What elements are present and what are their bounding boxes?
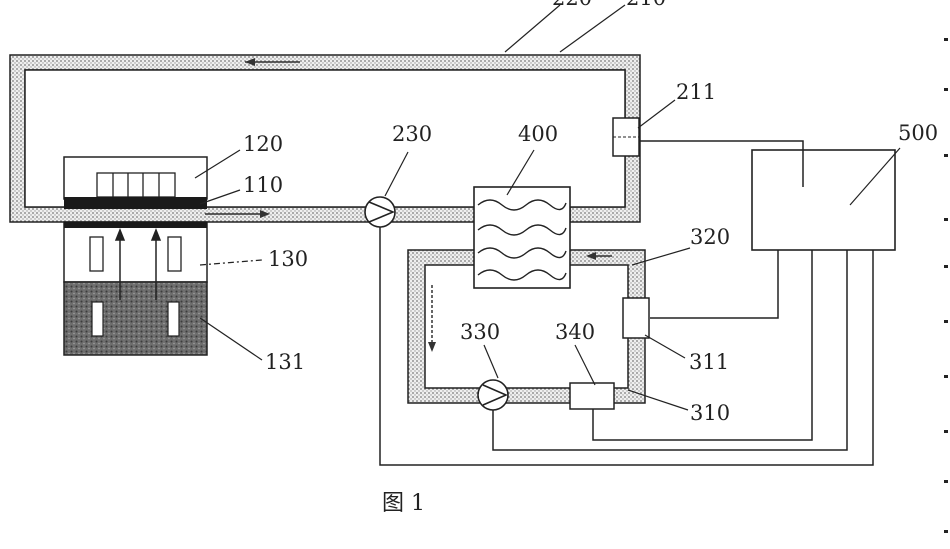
label-320: 320 — [690, 225, 730, 249]
leader-131 — [200, 318, 262, 360]
label-311: 311 — [689, 350, 729, 374]
label-210: 210 — [626, 0, 666, 10]
label-120: 120 — [243, 132, 283, 156]
sensor-311 — [623, 298, 649, 338]
pump-330 — [478, 380, 508, 410]
label-330: 330 — [460, 320, 500, 344]
label-500: 500 — [898, 121, 938, 145]
valve-340 — [570, 383, 614, 409]
controller-500 — [752, 150, 895, 250]
soil-131 — [64, 282, 207, 355]
heat-exchanger-400 — [474, 187, 570, 288]
leader-311 — [645, 335, 685, 358]
module-120 — [64, 157, 207, 199]
label-310: 310 — [690, 401, 730, 425]
leader-330 — [484, 345, 498, 378]
probe-right — [168, 302, 179, 336]
label-110: 110 — [243, 173, 283, 197]
leader-220 — [505, 5, 560, 52]
label-220: 220 — [552, 0, 592, 10]
label-130: 130 — [268, 247, 308, 271]
label-131: 131 — [265, 350, 305, 374]
label-230: 230 — [392, 122, 432, 146]
probe-left — [92, 302, 103, 336]
module-130 — [64, 222, 207, 282]
sensor-211 — [613, 118, 639, 156]
label-211: 211 — [676, 80, 716, 104]
label-340: 340 — [555, 320, 595, 344]
figure-caption: 图 1 — [382, 491, 425, 516]
cropped-text-margin — [944, 38, 948, 533]
label-400: 400 — [518, 122, 558, 146]
leader-130 — [200, 260, 262, 265]
leader-211 — [638, 100, 675, 128]
leader-210 — [560, 5, 625, 52]
leader-340 — [575, 345, 595, 385]
plate-110 — [64, 197, 207, 209]
pump-230 — [365, 197, 395, 227]
